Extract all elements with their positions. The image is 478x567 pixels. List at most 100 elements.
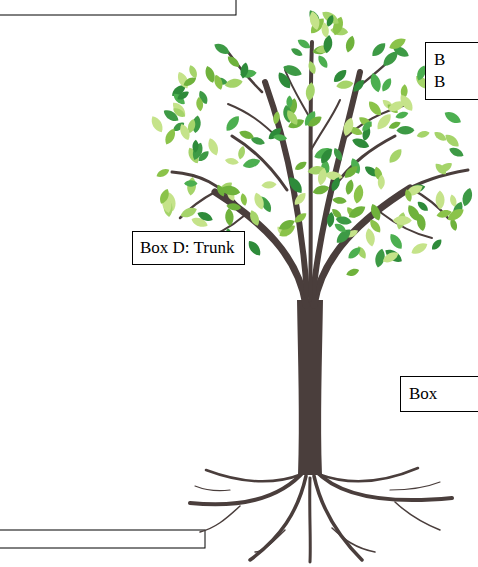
leaf xyxy=(386,99,406,114)
leaf xyxy=(282,63,304,79)
leaf xyxy=(345,267,360,278)
leaf xyxy=(416,213,428,232)
empty-label-box xyxy=(0,0,236,15)
leaf xyxy=(242,157,262,170)
leaf xyxy=(316,54,330,70)
root xyxy=(190,470,305,504)
leaf xyxy=(332,196,347,204)
leaf xyxy=(344,35,357,54)
leaf xyxy=(460,187,474,208)
leaf xyxy=(212,74,224,91)
leaf xyxy=(195,97,203,112)
leaf xyxy=(430,237,444,251)
label-box: Box xyxy=(400,376,478,412)
leaf xyxy=(351,78,367,94)
leaf xyxy=(331,67,349,84)
leaf xyxy=(436,208,453,219)
leaf xyxy=(238,129,255,141)
leaf xyxy=(163,127,178,146)
leaf xyxy=(442,109,463,126)
leaf xyxy=(292,191,308,208)
leaf xyxy=(409,240,429,256)
empty-label-box xyxy=(0,530,205,548)
leaf xyxy=(341,116,355,137)
leaf xyxy=(220,184,241,197)
leaf xyxy=(433,130,449,143)
leaf xyxy=(307,60,318,75)
leaf xyxy=(437,160,454,175)
leaf xyxy=(184,180,197,186)
leaf xyxy=(448,145,465,159)
leaf xyxy=(332,147,345,163)
leaf xyxy=(296,37,312,51)
leaf xyxy=(239,62,250,79)
leaf xyxy=(292,211,308,225)
tree-roots xyxy=(190,468,452,562)
label-text: Box xyxy=(409,383,478,405)
leaf xyxy=(326,212,335,228)
root xyxy=(195,486,230,491)
leaf xyxy=(416,130,430,139)
leaf xyxy=(346,245,363,261)
leaf xyxy=(388,120,402,131)
leaf xyxy=(272,111,281,125)
leaf xyxy=(387,36,407,52)
leaf xyxy=(393,216,412,225)
label-box: BB xyxy=(425,42,478,100)
leaf xyxy=(248,209,262,228)
leaf xyxy=(284,108,300,127)
label-text: B xyxy=(434,71,478,93)
branch xyxy=(380,212,432,238)
leaf xyxy=(224,77,244,89)
leaf xyxy=(212,41,231,57)
leaf xyxy=(369,202,383,222)
root xyxy=(308,478,312,562)
root xyxy=(200,506,240,532)
root xyxy=(318,468,418,481)
leaf xyxy=(366,99,384,118)
leaf xyxy=(312,184,331,197)
leaf xyxy=(252,191,266,211)
leaf xyxy=(435,191,444,210)
leaf xyxy=(333,221,348,234)
leaf xyxy=(155,167,171,179)
leaf xyxy=(240,193,249,207)
label-text: B xyxy=(434,49,478,71)
root xyxy=(315,470,452,500)
leaf xyxy=(277,217,296,232)
leaf xyxy=(223,114,242,134)
leaf xyxy=(360,119,374,133)
leaf xyxy=(224,157,239,166)
leaf xyxy=(149,114,166,134)
leaf xyxy=(306,114,324,129)
leaf xyxy=(443,132,462,150)
leaf xyxy=(178,122,192,141)
root xyxy=(255,530,285,552)
leaf xyxy=(344,179,355,196)
leaf xyxy=(378,175,385,190)
label-box: Box D: Trunk xyxy=(132,231,245,265)
tree-branches xyxy=(172,42,468,305)
leaf xyxy=(158,187,171,205)
leaf xyxy=(225,208,235,226)
leaf xyxy=(364,227,376,247)
leaf xyxy=(308,10,322,31)
leaf xyxy=(196,210,214,224)
leaf xyxy=(246,238,264,258)
leaf xyxy=(192,140,199,153)
leaf xyxy=(380,76,394,93)
leaf xyxy=(368,72,383,94)
leaf xyxy=(381,249,401,265)
leaf xyxy=(176,89,191,101)
leaf xyxy=(286,175,305,196)
leaf xyxy=(404,188,414,202)
leaf xyxy=(329,176,342,193)
leaf xyxy=(179,205,199,220)
leaf xyxy=(196,149,210,163)
leaf xyxy=(369,40,388,59)
leaf xyxy=(187,64,199,80)
leaf xyxy=(261,181,277,189)
leaf xyxy=(237,145,247,160)
